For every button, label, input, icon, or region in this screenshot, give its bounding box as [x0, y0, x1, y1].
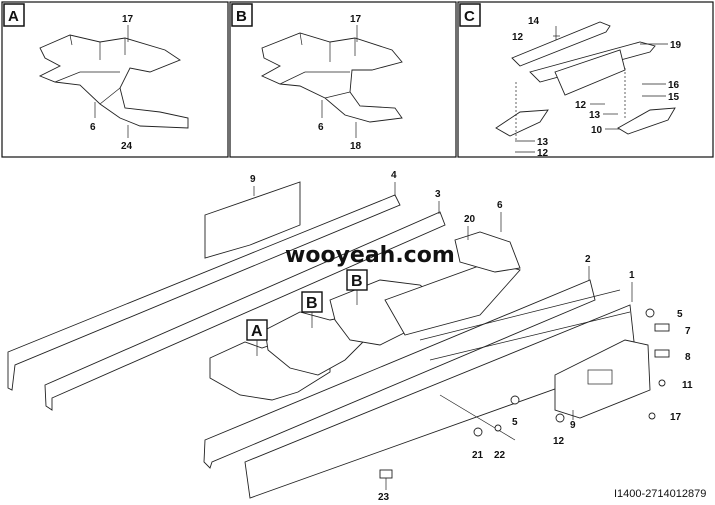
label-5-center: 5 — [512, 417, 518, 428]
panel-b-letter: B — [236, 8, 247, 25]
crossbeam-upper — [511, 21, 611, 67]
bolt-8 — [654, 349, 670, 358]
label-20: 20 — [464, 214, 476, 225]
bolt-17 — [648, 412, 656, 420]
label-17-a: 17 — [122, 14, 134, 25]
label-5-right: 5 — [677, 309, 683, 320]
label-2: 2 — [585, 254, 591, 265]
label-15: 15 — [668, 92, 680, 103]
label-13-mid: 13 — [589, 110, 601, 121]
label-12-bottom: 12 — [537, 148, 549, 159]
label-4: 4 — [391, 170, 397, 181]
nut-12 — [555, 413, 565, 423]
panel-a-letter-box — [3, 3, 25, 27]
crossmember-c-main — [384, 261, 521, 336]
label-17-main: 17 — [670, 412, 682, 423]
label-10: 10 — [591, 125, 603, 136]
label-3: 3 — [435, 189, 441, 200]
label-6: 6 — [497, 200, 503, 211]
document-id: I1400-2714012879 — [614, 488, 706, 500]
panel-c: C 14 12 19 16 15 12 13 10 13 12 — [457, 1, 714, 159]
plate-cutout — [587, 369, 613, 385]
frame-rail-2 — [203, 279, 596, 469]
label-18-b: 18 — [350, 141, 362, 152]
panel-a-letter: A — [8, 8, 19, 25]
label-13-bottom: 13 — [537, 137, 549, 148]
label-22: 22 — [494, 450, 506, 461]
crossmember-b — [260, 32, 403, 123]
label-1: 1 — [629, 270, 635, 281]
washer-22 — [494, 424, 502, 432]
label-24-a: 24 — [121, 141, 133, 152]
label-7: 7 — [685, 326, 691, 337]
label-17-b: 17 — [350, 14, 362, 25]
strut-2 — [429, 311, 631, 361]
nut-5-center — [510, 395, 520, 405]
callout-a: A — [251, 323, 263, 340]
label-12-top: 12 — [512, 32, 524, 43]
label-16: 16 — [668, 80, 680, 91]
label-19: 19 — [670, 40, 682, 51]
label-21: 21 — [472, 450, 484, 461]
callout-b-right: B — [351, 273, 363, 290]
main-view: A B B 9 4 3 20 6 2 1 5 7 8 11 17 9 12 5 … — [7, 170, 693, 503]
bracket-right-10 — [617, 107, 676, 135]
nut-5-right — [645, 308, 655, 318]
bolt-11 — [658, 379, 666, 387]
label-11: 11 — [682, 380, 693, 391]
nut-21 — [473, 427, 483, 437]
label-6-b: 6 — [318, 122, 324, 133]
label-14: 14 — [528, 16, 540, 27]
label-12-mid: 12 — [575, 100, 587, 111]
bolt-7 — [654, 323, 670, 332]
crossmember-a — [38, 34, 189, 129]
strut-1 — [419, 289, 621, 341]
panel-a: A 17 6 24 — [1, 1, 229, 158]
reinforcement-plate-9-upper — [204, 181, 301, 259]
crossmember-a-edges — [54, 34, 126, 105]
frame-rail-3 — [44, 211, 446, 411]
label-9-bottom: 9 — [570, 420, 576, 431]
label-9-top: 9 — [250, 174, 256, 185]
panel-b-letter-box — [231, 3, 253, 27]
label-12-main: 12 — [553, 436, 565, 447]
bolt-23 — [379, 469, 393, 479]
crossmember-b-edges — [279, 32, 356, 99]
label-8: 8 — [685, 352, 691, 363]
bracket-20 — [454, 231, 521, 273]
panel-b: B 17 6 18 — [229, 1, 457, 158]
watermark: wooyeah.com — [285, 243, 455, 268]
bolt-line-21-22 — [439, 394, 516, 441]
panel-c-letter-box — [459, 3, 481, 27]
callout-b-left: B — [306, 295, 318, 312]
label-6-a: 6 — [90, 122, 96, 133]
panel-c-letter: C — [464, 8, 475, 25]
label-23: 23 — [378, 492, 390, 503]
